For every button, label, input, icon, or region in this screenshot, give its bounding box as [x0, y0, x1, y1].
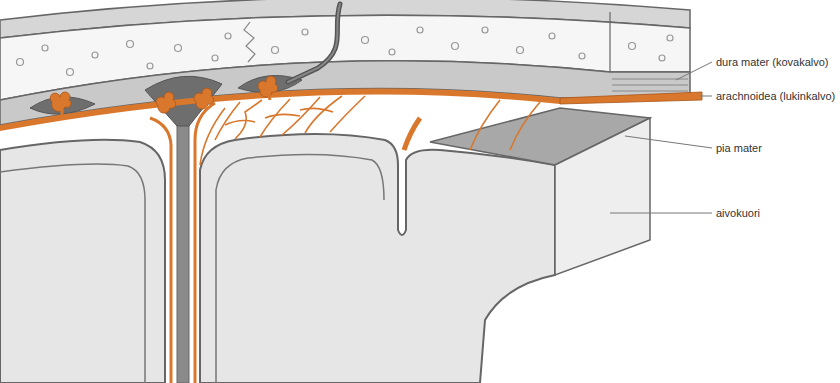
trabecula [225, 121, 255, 125]
bone-pore [482, 27, 488, 33]
bone-pore [579, 53, 585, 59]
gyrus-line [0, 164, 145, 383]
bone-pore [549, 33, 555, 39]
gyrus-line [216, 154, 384, 383]
granulation-stalk [61, 107, 64, 118]
trabecula [265, 114, 300, 118]
bone-pore [667, 35, 673, 41]
trabecula [470, 100, 500, 150]
emissary-vein [288, 4, 340, 82]
bone-pore [127, 41, 134, 48]
trabecula [330, 96, 365, 132]
brain-gyrus [0, 140, 165, 383]
bone-pore [67, 69, 74, 76]
trabecula [300, 108, 333, 112]
bone-pore [212, 55, 218, 61]
leader-line [625, 136, 712, 148]
bone-pore [42, 45, 48, 51]
part-label: aivokuori [716, 206, 760, 220]
bone-pore [92, 52, 98, 58]
bone-pore [175, 45, 182, 52]
arachnoid-line [150, 118, 171, 383]
bone-pore [629, 43, 636, 50]
arachnoid-tab [560, 92, 702, 104]
bone-pore [272, 47, 279, 54]
part-label: arachnoidea (lukinkalvo) [716, 89, 835, 103]
arachnoid-granulation [50, 92, 71, 118]
granulation-stalk [268, 92, 270, 100]
trabecula [305, 96, 342, 133]
part-label: pia mater [716, 141, 762, 155]
falx [177, 120, 189, 383]
trabecula [200, 108, 225, 165]
arachnoid-granulation [194, 88, 214, 109]
trabecula [282, 97, 320, 135]
leader-line [676, 62, 712, 80]
bone-pore [517, 47, 524, 54]
emissary-vein [288, 4, 340, 82]
bone-pore [389, 49, 395, 55]
leader-line [610, 213, 712, 214]
bone-pore [17, 59, 24, 66]
dura-fibre [612, 91, 688, 92]
bone-pore [302, 29, 308, 35]
granulation-stalk [204, 104, 206, 108]
bone-pore [452, 43, 459, 50]
dura-fibre [612, 85, 688, 86]
bone-pore [225, 33, 231, 39]
bone-pore [147, 63, 153, 69]
part-label: dura mater (kovakalvo) [716, 55, 829, 69]
suture [244, 22, 255, 62]
trabecula [510, 102, 540, 150]
trabecula [235, 100, 262, 139]
bone-pore [417, 27, 423, 33]
granulation-stalk [164, 106, 166, 110]
arachnoid-granulation [156, 92, 176, 113]
bone-pore [362, 37, 369, 44]
cortex-face [555, 118, 650, 275]
arachnoid-fold [404, 118, 420, 150]
leader-line [700, 96, 712, 97]
brain-gyrus [200, 134, 555, 383]
bone-pore [659, 55, 665, 61]
